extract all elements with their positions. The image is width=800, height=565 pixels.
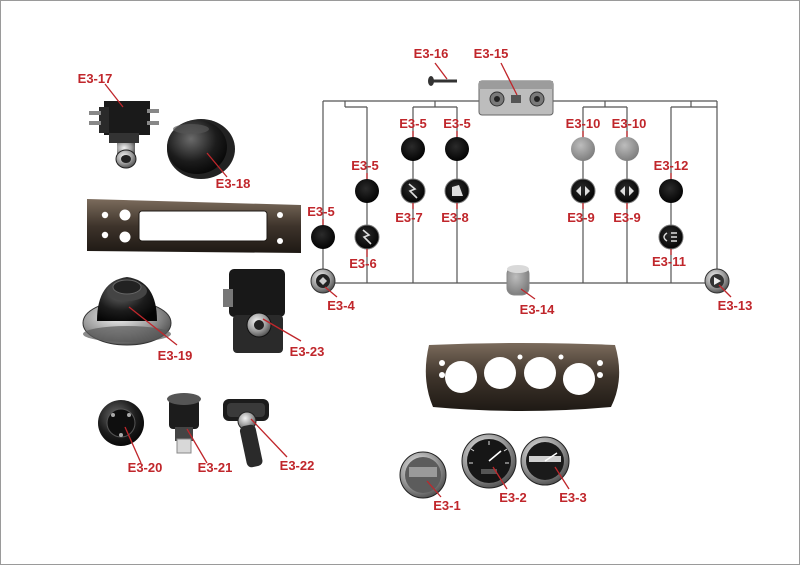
panel-plate-icon [87,199,301,253]
warning-lamps [310,137,730,296]
gauge-e3-3-icon [520,436,570,486]
leader-lines [104,62,732,498]
label-e3-18: E3-18 [215,176,251,191]
label-e3-12: E3-12 [653,158,689,173]
label-e3-5-c: E3-5 [351,158,379,173]
label-e3-6: E3-6 [349,256,377,271]
label-e3-14: E3-14 [519,302,555,317]
switch-e3-23-icon [223,269,285,353]
instrument-panel-icon [425,343,620,411]
label-e3-10-b: E3-10 [611,116,647,131]
label-e3-3: E3-3 [559,490,587,505]
label-e3-7: E3-7 [395,210,423,225]
label-e3-2: E3-2 [499,490,527,505]
gauge-e3-2-icon [461,433,517,489]
label-e3-8: E3-8 [441,210,469,225]
switch-e3-17-icon [89,101,159,169]
switch-e3-21-icon [167,393,201,454]
label-e3-5-d: E3-5 [307,204,335,219]
label-e3-19: E3-19 [157,348,193,363]
knob-e3-18-icon [167,119,235,179]
label-e3-20: E3-20 [127,460,163,475]
label-e3-10-a: E3-10 [565,116,601,131]
toggle-e3-22-icon [223,399,269,468]
label-e3-13: E3-13 [717,298,753,313]
knob-e3-20-icon [98,400,144,446]
label-e3-15: E3-15 [473,46,509,61]
label-e3-23: E3-23 [289,344,325,359]
label-e3-16: E3-16 [413,46,449,61]
label-e3-5-a: E3-5 [399,116,427,131]
label-e3-11: E3-11 [652,254,686,269]
screw-e3-16-icon [428,76,457,86]
label-e3-5-b: E3-5 [443,116,471,131]
gauge-e3-1-icon [399,451,447,499]
label-e3-9-b: E3-9 [613,210,641,225]
label-e3-1: E3-1 [433,498,461,513]
label-e3-17: E3-17 [77,71,113,86]
knob-e3-19-icon [82,277,172,346]
label-e3-4: E3-4 [327,298,355,313]
terminal-block-e3-15-icon [478,80,554,116]
label-e3-9-a: E3-9 [567,210,595,225]
label-e3-22: E3-22 [279,458,315,473]
label-e3-21: E3-21 [197,460,233,475]
